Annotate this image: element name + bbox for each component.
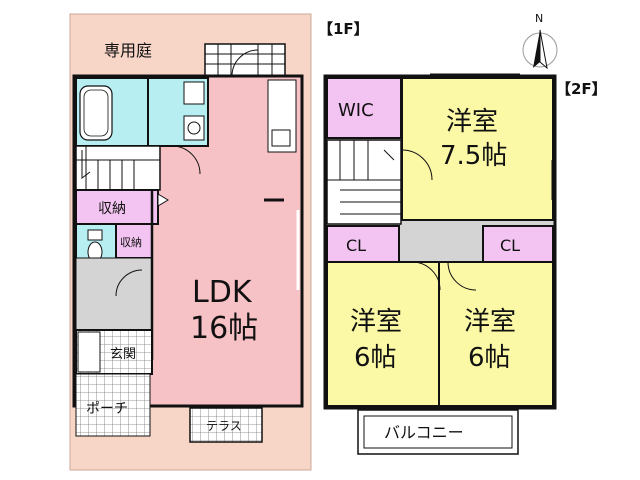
wic-label: WIC	[338, 100, 374, 121]
stairs-2f	[326, 139, 402, 225]
washing-machine-icon	[183, 81, 205, 105]
floor-1-tag: 【1F】	[318, 20, 369, 38]
floor-2-tag: 【2F】	[556, 80, 607, 98]
room-large-size-label: 7.5帖	[440, 141, 507, 171]
western-room-left	[326, 261, 440, 407]
room-left-size-label: 6帖	[354, 343, 397, 373]
entrance-label: 玄関	[110, 347, 136, 362]
garden-steps	[204, 43, 286, 77]
north-arrow-icon: N	[522, 12, 558, 70]
balcony	[357, 409, 519, 455]
room-large-label: 洋室	[446, 107, 498, 137]
ldk-label: LDK	[192, 275, 253, 310]
room-right-label: 洋室	[464, 307, 516, 337]
balcony-label: バルコニー	[384, 423, 464, 442]
cl-left-label: CL	[346, 236, 366, 255]
compass-north-label: N	[535, 12, 543, 25]
bathtub-icon	[79, 85, 113, 141]
western-room-large	[401, 77, 554, 221]
terrace	[189, 407, 263, 443]
storage-main-label: 収納	[98, 201, 126, 217]
room-right-size-label: 6帖	[468, 343, 511, 373]
cl-right-label: CL	[500, 236, 520, 255]
wash-basin-icon	[183, 115, 205, 141]
terrace-label: テラス	[206, 419, 242, 433]
floor-1: 専用庭	[69, 13, 369, 471]
porch	[75, 373, 151, 437]
kitchen-counter	[267, 79, 297, 153]
stairs-1f	[75, 145, 161, 191]
porch-label: ポーチ	[86, 401, 128, 417]
floor-2: WIC 洋室 7.5帖 CL CL 洋室 6帖 洋室	[323, 73, 607, 455]
room-left-label: 洋室	[350, 307, 402, 337]
ldk-size-label: 16帖	[190, 311, 258, 346]
garden-label: 専用庭	[104, 41, 152, 60]
walk-in-closet	[326, 77, 402, 139]
western-room-right	[438, 261, 554, 407]
storage-small-label: 収納	[120, 236, 142, 249]
hall-1f	[75, 257, 153, 331]
